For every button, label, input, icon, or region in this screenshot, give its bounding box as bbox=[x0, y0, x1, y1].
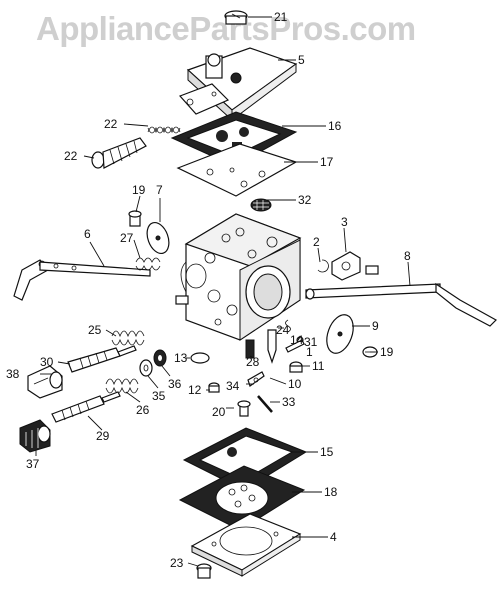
part-14-spring bbox=[285, 319, 291, 333]
part-16-gasket bbox=[170, 111, 298, 167]
part-30-needle bbox=[67, 345, 137, 373]
callout-36: 36 bbox=[168, 377, 182, 391]
part-38-limiter-cap bbox=[27, 365, 63, 399]
callout-22-screw: 22 bbox=[64, 149, 78, 163]
callout-12: 12 bbox=[188, 383, 202, 397]
part-33-pin bbox=[257, 395, 273, 413]
part-22-screw bbox=[91, 137, 147, 169]
callout-3: 3 bbox=[341, 215, 348, 229]
callout-25: 25 bbox=[88, 323, 102, 337]
callout-6: 6 bbox=[84, 227, 91, 241]
callout-27: 27 bbox=[120, 231, 134, 245]
part-32-filter-screen bbox=[250, 198, 272, 212]
part-35-washer bbox=[139, 359, 153, 377]
callout-13: 13 bbox=[174, 351, 188, 365]
callout-18: 18 bbox=[324, 485, 338, 499]
part-28-check-valve bbox=[245, 339, 255, 359]
callout-22-spring: 22 bbox=[104, 117, 118, 131]
part-29-needle bbox=[51, 391, 121, 423]
callout-29: 29 bbox=[96, 429, 110, 443]
part-27-spring bbox=[135, 257, 161, 271]
callout-30: 30 bbox=[40, 355, 54, 369]
part-12-plug bbox=[208, 382, 220, 393]
part-20-screw bbox=[237, 400, 251, 417]
callout-11: 11 bbox=[312, 359, 325, 373]
part-7-throttle-plate bbox=[146, 221, 170, 255]
callout-38: 38 bbox=[6, 367, 20, 381]
part-4-cover bbox=[190, 513, 302, 577]
callout-19-lower: 19 bbox=[380, 345, 394, 359]
part-36-oring bbox=[153, 349, 167, 367]
carburetor-body bbox=[175, 213, 302, 341]
part-21-screw bbox=[224, 10, 248, 25]
callout-19-upper: 19 bbox=[132, 183, 146, 197]
part-8-throttle-shaft bbox=[305, 282, 497, 327]
part-18-diaphragm bbox=[178, 465, 306, 531]
callout-labels: 21 5 22 22 16 17 19 7 32 3 6 27 2 8 9 25… bbox=[6, 10, 411, 570]
part-24-needle bbox=[267, 329, 277, 364]
callout-23: 23 bbox=[170, 556, 184, 570]
callout-20: 20 bbox=[212, 405, 226, 419]
part-37-limiter-cap bbox=[19, 419, 51, 453]
callout-26: 26 bbox=[136, 403, 150, 417]
part-11-pivot bbox=[289, 361, 303, 373]
part-23-screw bbox=[196, 563, 212, 579]
callout-24: 24 bbox=[276, 323, 290, 337]
part-17-diaphragm bbox=[176, 143, 298, 197]
callout-37: 37 bbox=[26, 457, 40, 471]
part-5-pump-cover bbox=[178, 47, 298, 122]
callout-7: 7 bbox=[156, 183, 163, 197]
part-13-ring bbox=[190, 352, 210, 364]
part-9-throttle-disc bbox=[326, 314, 354, 354]
part-19-screw-upper bbox=[128, 210, 142, 227]
part-25-spring bbox=[111, 330, 145, 346]
part-22-spring bbox=[147, 126, 181, 134]
callout-28: 28 bbox=[246, 355, 260, 369]
callout-4: 4 bbox=[330, 530, 337, 544]
callout-8: 8 bbox=[404, 249, 411, 263]
callout-5: 5 bbox=[298, 53, 305, 67]
callout-10: 10 bbox=[288, 377, 302, 391]
part-3-throttle-lever bbox=[331, 251, 379, 281]
callout-15: 15 bbox=[320, 445, 334, 459]
callout-14: 14 bbox=[290, 333, 304, 347]
callout-32: 32 bbox=[298, 193, 312, 207]
part-6-choke-lever bbox=[13, 259, 151, 301]
callout-17: 17 bbox=[320, 155, 334, 169]
part-1-lever bbox=[285, 339, 305, 353]
callout-16: 16 bbox=[328, 119, 342, 133]
callout-33: 33 bbox=[282, 395, 296, 409]
callout-34: 34 bbox=[226, 379, 240, 393]
part-2-clip bbox=[317, 259, 329, 273]
callout-21: 21 bbox=[274, 10, 288, 24]
callout-31: 31 bbox=[304, 335, 318, 349]
leader-lines bbox=[35, 16, 411, 567]
part-26-spring bbox=[105, 378, 139, 394]
callout-35: 35 bbox=[152, 389, 166, 403]
callout-2: 2 bbox=[313, 235, 320, 249]
callout-1: 1 bbox=[306, 345, 313, 359]
callout-9: 9 bbox=[372, 319, 379, 333]
